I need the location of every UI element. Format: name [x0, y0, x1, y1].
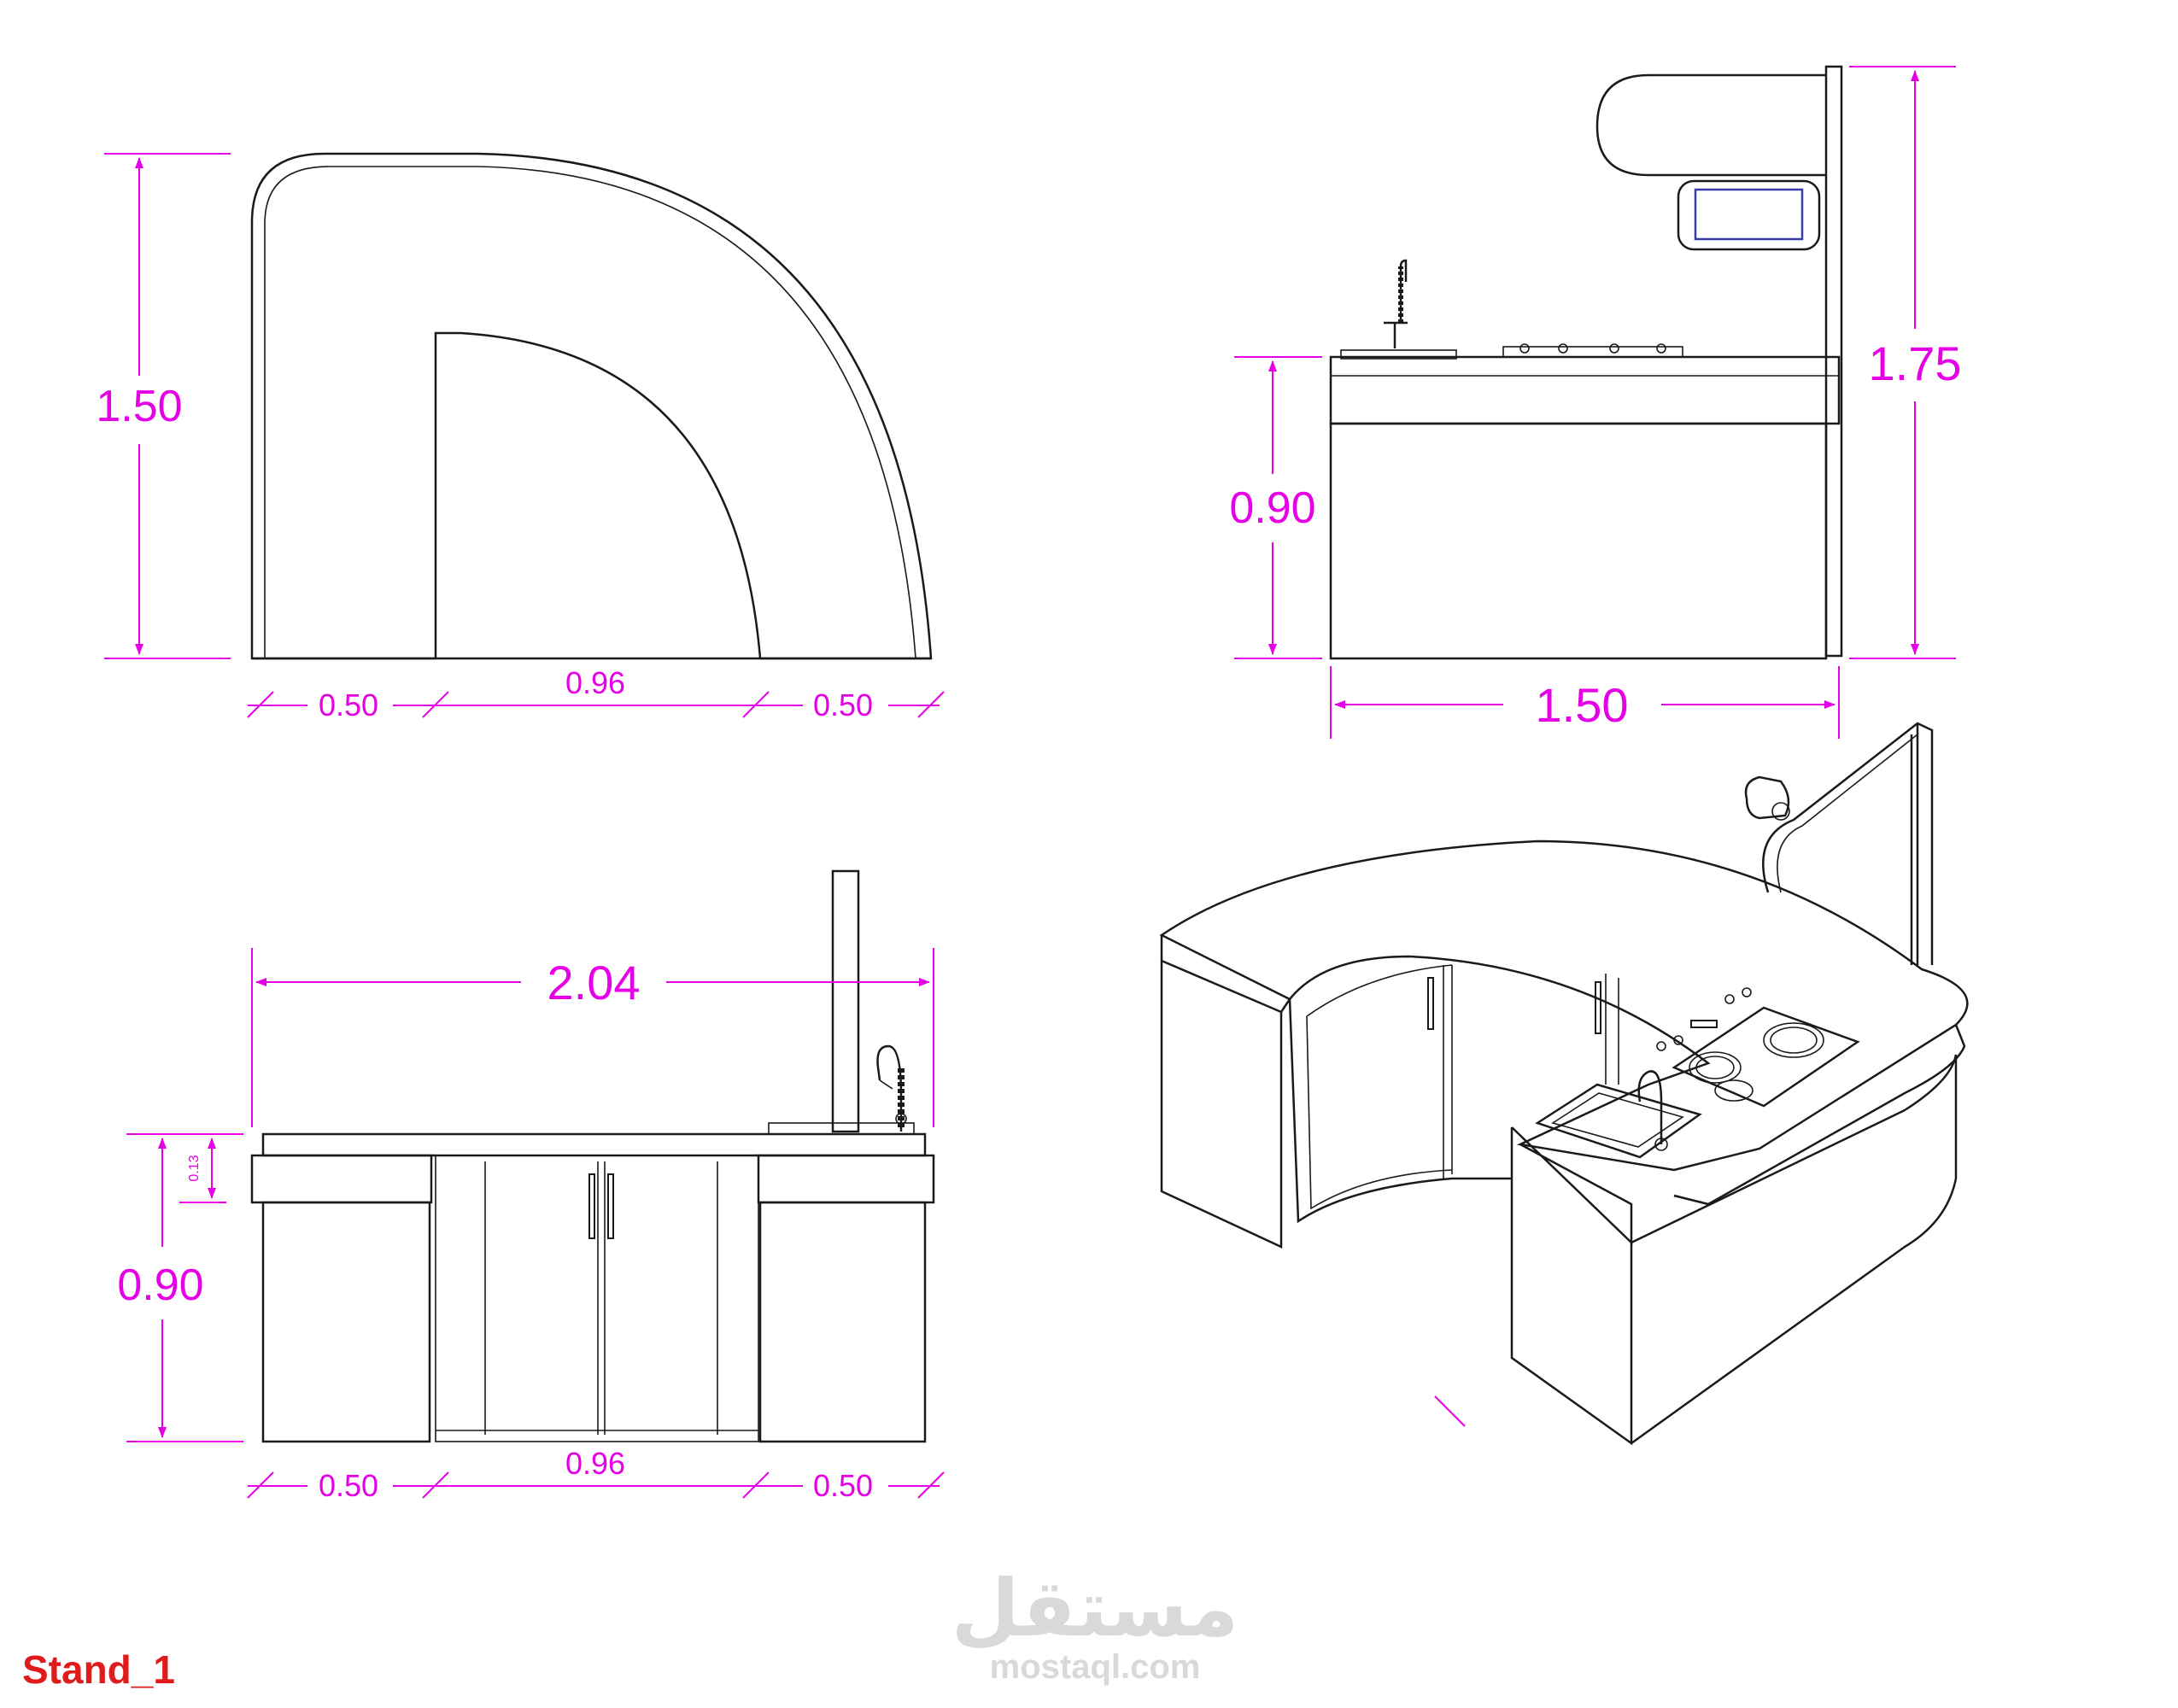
front-width-dimensions: 0.50 0.96 0.50 [247, 1443, 945, 1503]
plan-view: 1.50 0.50 0.96 0.50 [96, 152, 945, 722]
plan-width-left-label: 0.50 [319, 687, 378, 722]
side-view: 0.90 1.75 1.50 [1229, 65, 1962, 739]
side-counter-height-dimension: 0.90 [1229, 356, 1322, 659]
watermark: مستقل mostaql.com [951, 1563, 1238, 1686]
plan-width-dimensions: 0.50 0.96 0.50 [247, 662, 945, 722]
front-top-thickness-dimension: 0.13 [179, 1133, 226, 1203]
plan-height-dimension: 1.50 [96, 153, 231, 659]
isometric-view [1159, 722, 1969, 1446]
front-width-middle-label: 0.96 [565, 1446, 625, 1481]
drawing-title: Stand_1 [22, 1647, 175, 1692]
front-view: 2.04 0.90 0.13 0.50 0.96 [117, 869, 945, 1503]
front-counter-height-label: 0.90 [117, 1261, 203, 1310]
front-width-right-label: 0.50 [813, 1468, 873, 1503]
side-total-height-label: 1.75 [1869, 336, 1962, 390]
watermark-arabic: مستقل [951, 1563, 1238, 1654]
side-counter-height-label: 0.90 [1229, 483, 1315, 533]
plan-height-label: 1.50 [96, 382, 182, 431]
front-counter-height-dimension: 0.90 [117, 1133, 243, 1442]
side-width-dimension: 1.50 [1330, 666, 1840, 739]
plan-width-right-label: 0.50 [813, 687, 873, 722]
side-total-height-dimension: 1.75 [1849, 66, 1962, 659]
watermark-latin: mostaql.com [990, 1648, 1201, 1686]
front-top-thickness-label: 0.13 [187, 1155, 202, 1181]
front-total-width-dimension: 2.04 [251, 948, 934, 1127]
side-width-label: 1.50 [1536, 678, 1629, 732]
front-width-left-label: 0.50 [319, 1468, 378, 1503]
front-total-width-label: 2.04 [547, 956, 641, 1009]
plan-width-middle-label: 0.96 [565, 665, 625, 700]
